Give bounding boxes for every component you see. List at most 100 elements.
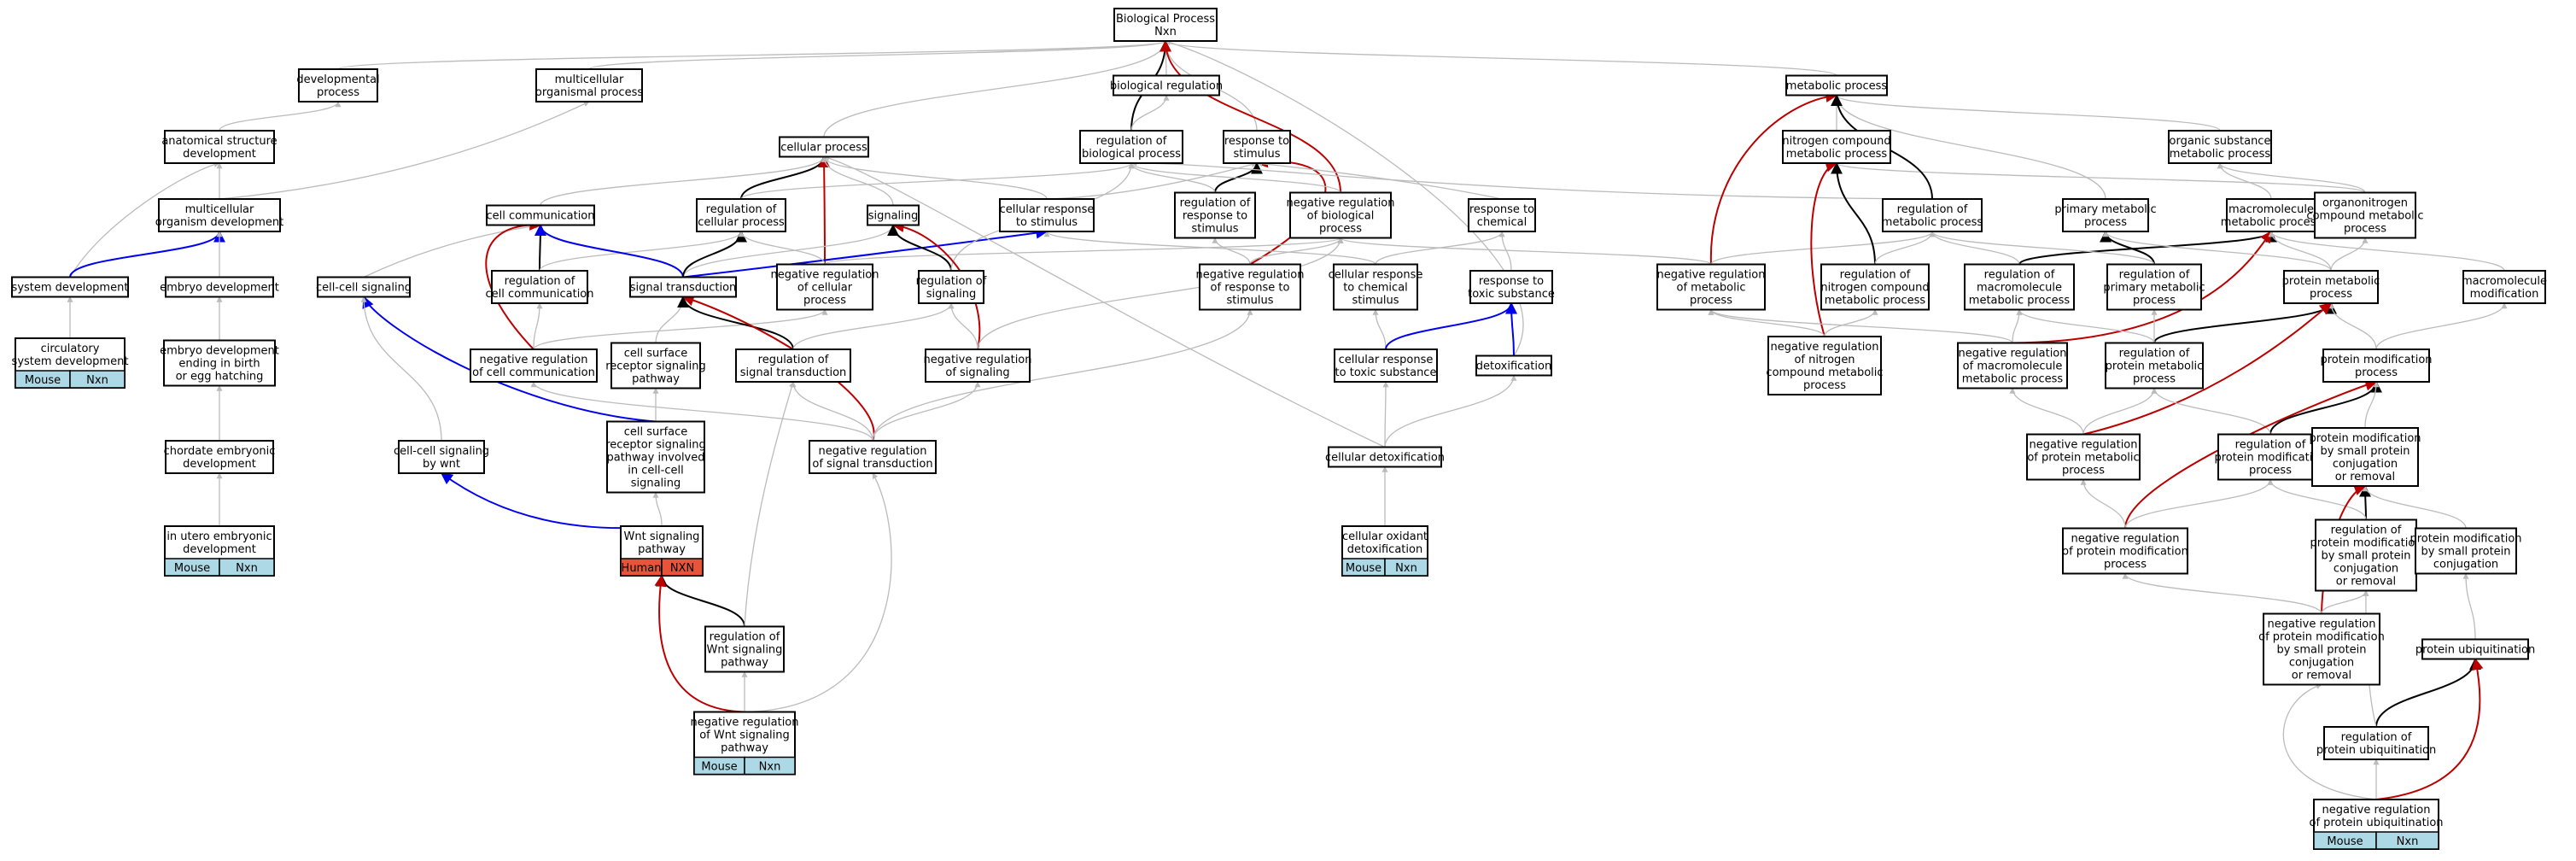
edge-is-a [2267, 478, 2367, 520]
edge-negatively-regulates [654, 574, 745, 713]
term-label-line: process [317, 86, 359, 99]
edge-is-a [948, 302, 978, 350]
term-label-line: signaling [926, 288, 977, 301]
term-node-signaling[interactable]: signaling [867, 204, 920, 226]
term-node-detox[interactable]: detoxification [1475, 354, 1552, 377]
term-label-line: of metabolic [1677, 282, 1746, 295]
term-label-line: regulation of [710, 631, 780, 644]
annotation-tag-mouse [1384, 558, 1428, 577]
term-label-line: negative regulation [1958, 348, 2066, 360]
term-node-cellproc[interactable]: cellular process [779, 136, 869, 158]
term-label-line: protein modification [2320, 354, 2432, 366]
term-label-line: nitrogen compound [1782, 135, 1890, 148]
term-label-line: negative regulation [690, 717, 798, 729]
term-label-line: multicellular [555, 73, 624, 86]
term-node-pubiq[interactable]: protein ubiquitination [2415, 638, 2535, 660]
term-node-metab[interactable]: metabolic process [1785, 74, 1888, 97]
term-box [2311, 427, 2419, 487]
term-node-sysdev[interactable]: system development [11, 276, 129, 298]
term-box [1469, 270, 1553, 304]
term-node-sigtrans[interactable]: signal transduction [629, 276, 737, 298]
term-label-line: of signaling [945, 366, 1009, 379]
edge-is-a [1130, 160, 1933, 200]
term-label-line: regulation of [1180, 197, 1251, 210]
annotation-tag-label: Nxn [2397, 835, 2419, 848]
edge-is-a [539, 231, 745, 272]
term-node-cellcomm[interactable]: cell communication [486, 204, 595, 226]
edge-negatively-regulates [1810, 160, 1838, 337]
term-node-ccsig[interactable]: cell-cell signaling [316, 276, 412, 298]
edge-is-a [655, 296, 686, 343]
term-label-line: metabolic process [1969, 295, 2071, 308]
term-label-line: metabolic process [1962, 373, 2064, 386]
edge-part-of [2269, 380, 2382, 435]
term-node-embdev[interactable]: embryo development [160, 276, 279, 298]
term-label-line: negative regulation [1656, 269, 1765, 282]
term-node-celldetox[interactable]: cellular detoxification [1325, 446, 1445, 468]
edge-is-a [1833, 162, 2366, 194]
term-label-line: stimulus [1352, 295, 1399, 308]
term-node-biolreg[interactable]: biological regulation [1110, 74, 1223, 97]
term-box [2323, 726, 2429, 760]
